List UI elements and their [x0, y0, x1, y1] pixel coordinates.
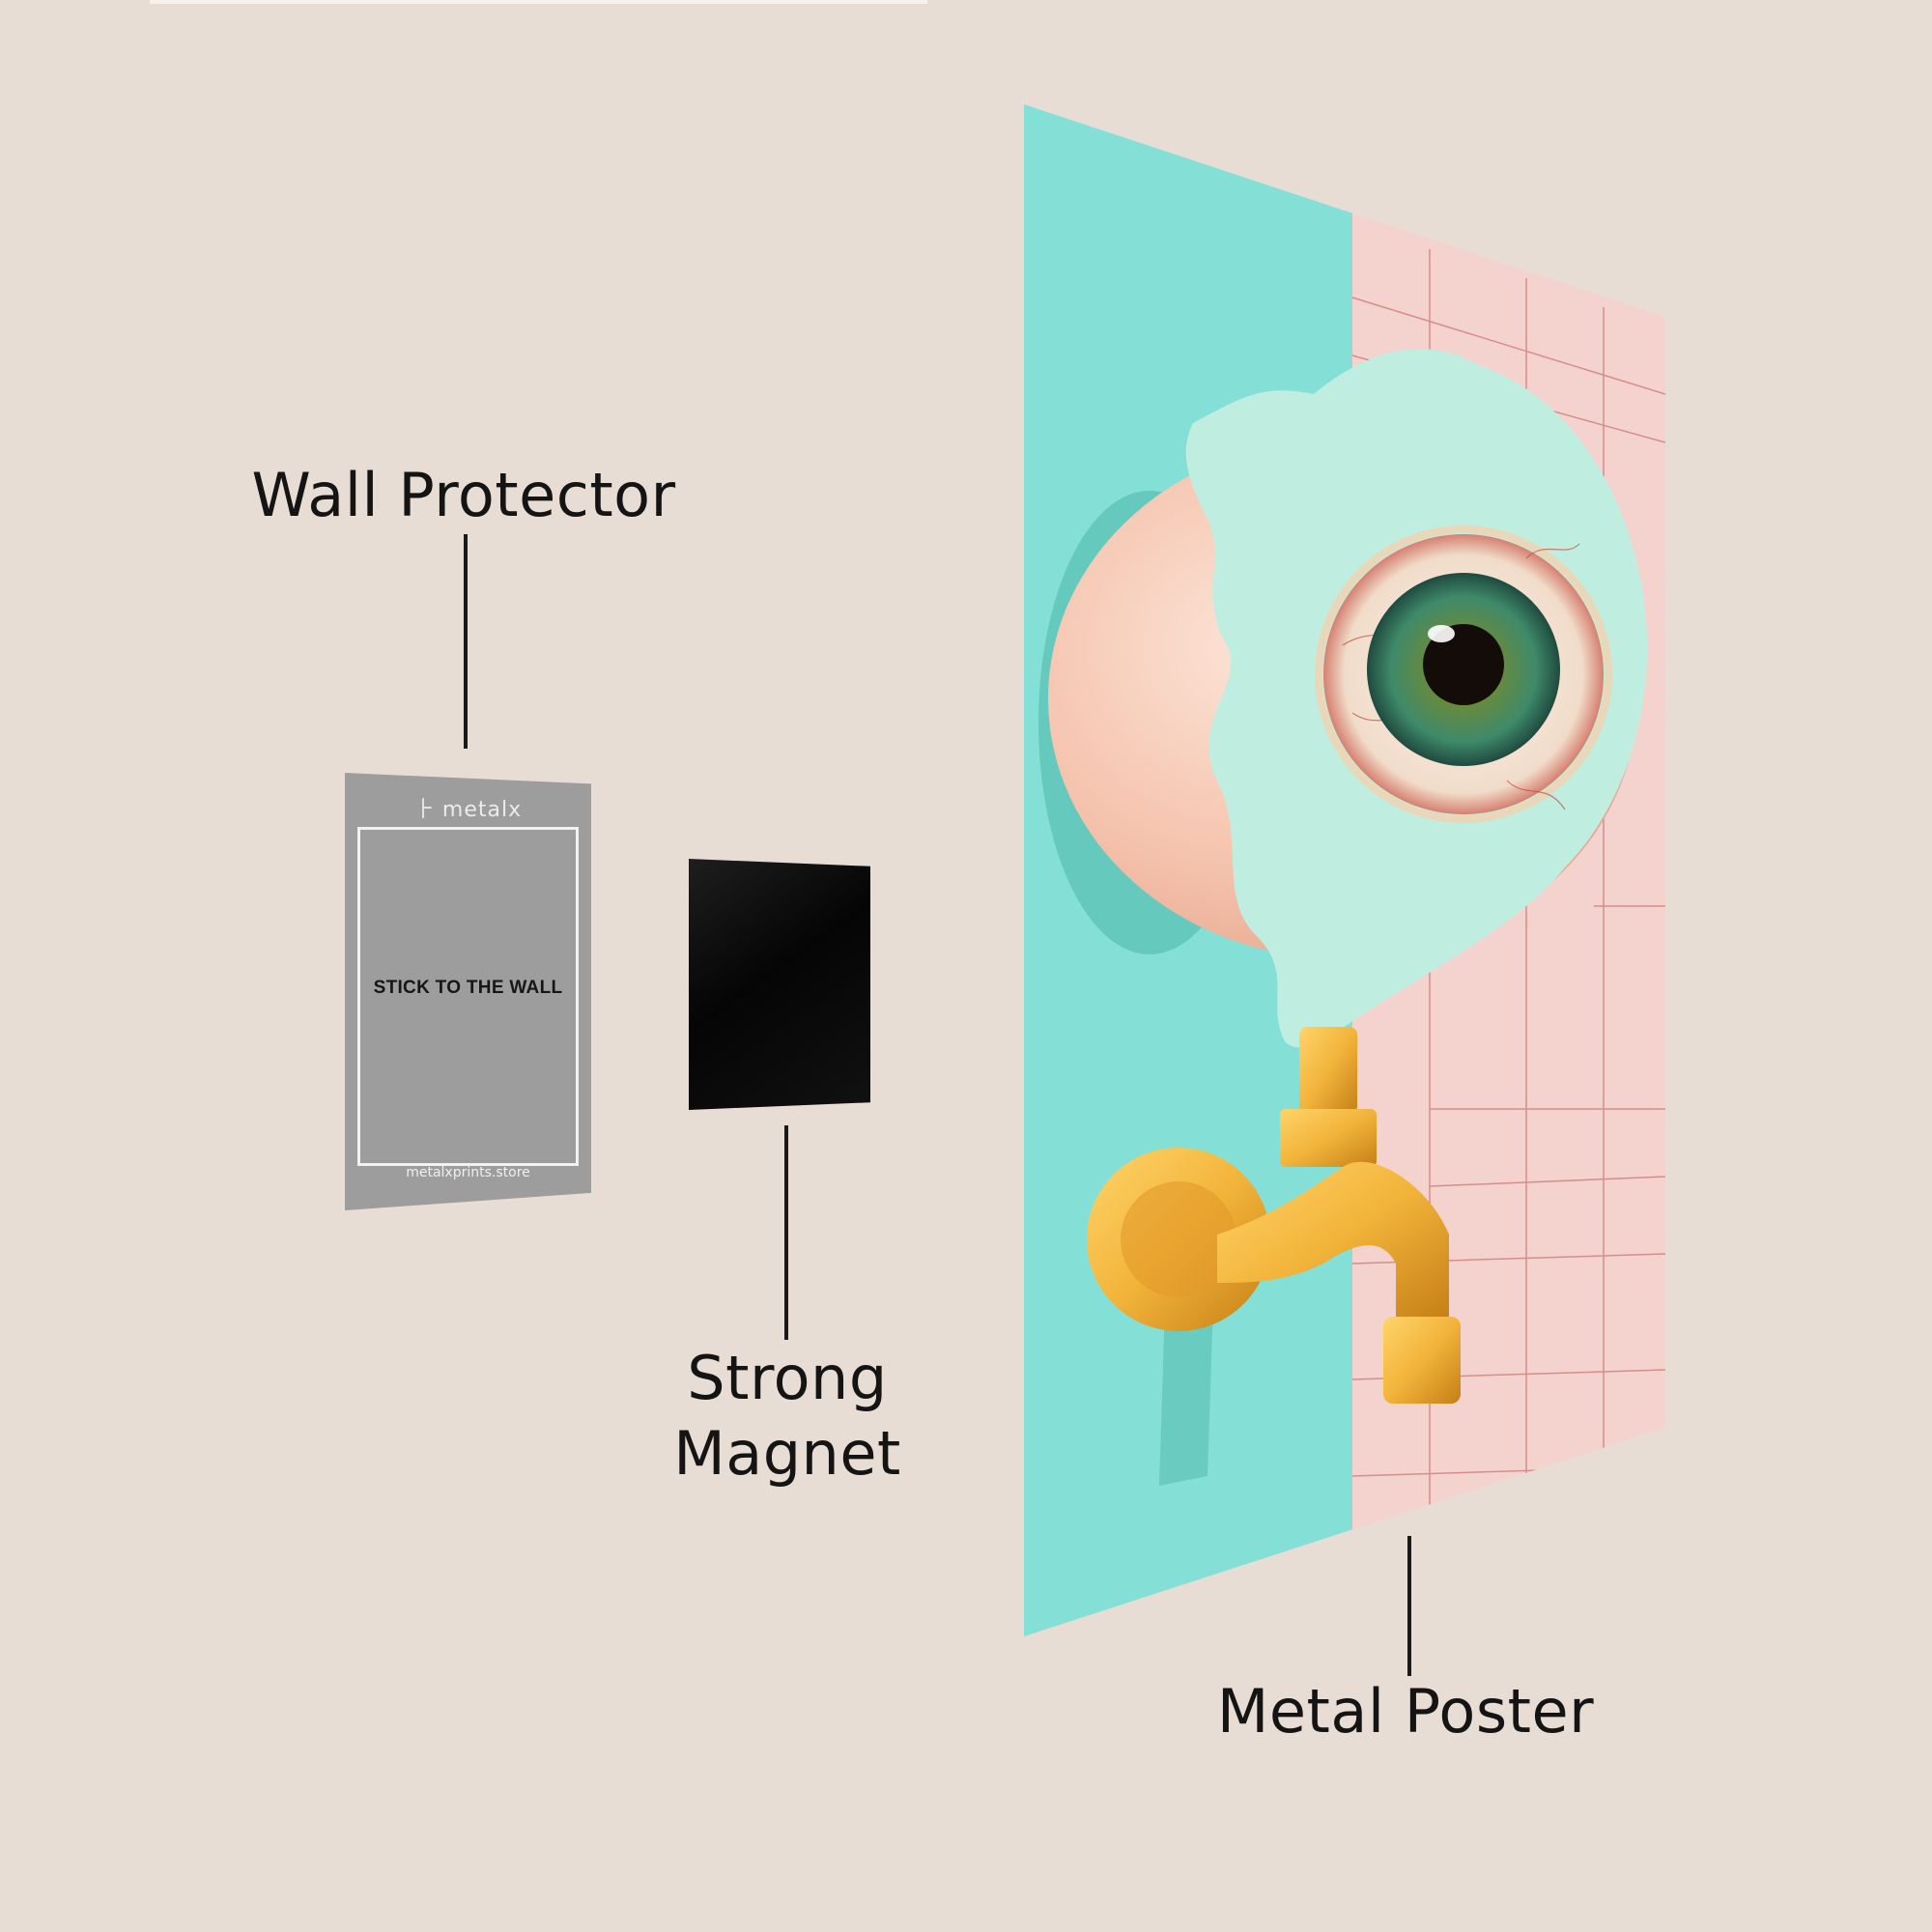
- wall-protector-label: Wall Protector: [251, 460, 676, 530]
- metal-poster: [1024, 104, 1665, 1636]
- protector-url: metalxprints.store: [406, 1165, 530, 1180]
- protector-frame: [357, 827, 579, 1166]
- metalx-logo: ⺊metalx: [345, 792, 591, 823]
- strong-magnet-label-line1: Strong: [687, 1343, 888, 1413]
- wall-protector-card: ⺊metalx STICK TO THE WALL metalxprints.s…: [345, 773, 591, 1210]
- strong-magnet-label-line2: Magnet: [673, 1418, 901, 1489]
- strong-magnet-label: Strong Magnet: [618, 1341, 956, 1492]
- wall-protector-leader-line: [464, 534, 468, 749]
- faucet-spout: [1217, 1161, 1449, 1321]
- top-divider: [150, 0, 927, 4]
- metalx-logo-text: metalx: [441, 798, 523, 822]
- strong-magnet-leader-line: [784, 1125, 788, 1340]
- faucet-tip: [1383, 1317, 1461, 1404]
- metalx-logo-icon: ⺊: [413, 798, 437, 822]
- metal-poster-label: Metal Poster: [1216, 1676, 1595, 1747]
- eye-glint: [1428, 625, 1455, 642]
- faucet-neck: [1299, 1027, 1357, 1114]
- metal-poster-leader-line: [1407, 1536, 1411, 1676]
- strong-magnet-card: [689, 859, 870, 1110]
- faucet-nut: [1280, 1109, 1377, 1167]
- pupil: [1423, 624, 1504, 705]
- eyeball-faucet-art: [1024, 104, 1665, 1636]
- protector-instruction: STICK TO THE WALL: [373, 978, 563, 998]
